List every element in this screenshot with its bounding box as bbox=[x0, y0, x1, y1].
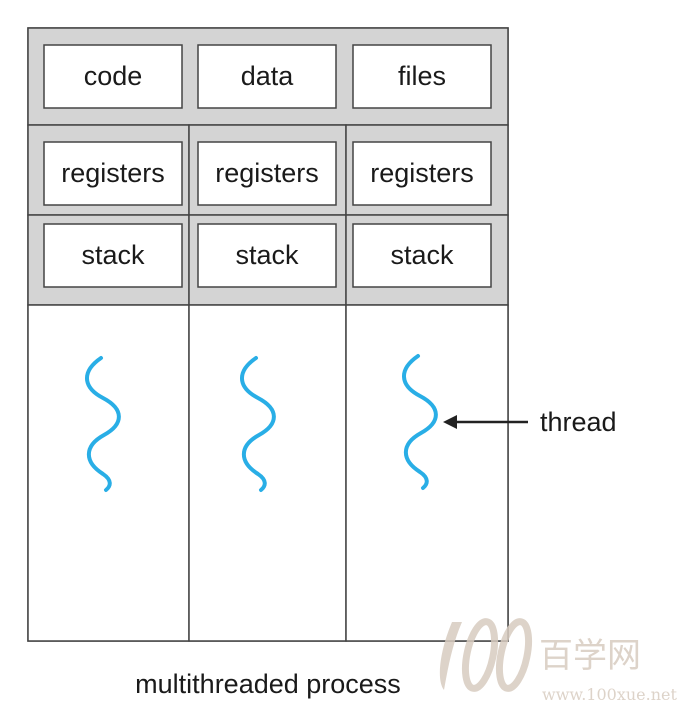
registers-box bbox=[197, 141, 337, 206]
watermark-url: www.100xue.net bbox=[542, 685, 677, 704]
watermark: 百学网 www.100xue.net bbox=[439, 618, 677, 704]
stack-label: stack bbox=[81, 240, 145, 270]
diagram-caption: multithreaded process bbox=[135, 669, 401, 699]
registers-label: registers bbox=[215, 158, 319, 188]
files-box bbox=[352, 44, 492, 109]
stack-box bbox=[43, 223, 183, 288]
thread-column-2: registers stack bbox=[188, 124, 347, 642]
data-label: data bbox=[241, 61, 295, 91]
wavy-line-icon bbox=[85, 356, 121, 492]
wavy-line-icon bbox=[240, 356, 276, 492]
thread-body bbox=[188, 304, 347, 642]
stack-label: stack bbox=[390, 240, 454, 270]
files-label: files bbox=[398, 61, 446, 91]
registers-label: registers bbox=[61, 158, 165, 188]
code-box bbox=[43, 44, 183, 109]
registers-box bbox=[43, 141, 183, 206]
thread-pointer: thread bbox=[443, 407, 617, 437]
arrow-left-icon bbox=[443, 415, 457, 429]
code-label: code bbox=[84, 61, 143, 91]
thread-column-3: registers stack bbox=[345, 124, 509, 642]
wavy-line-icon bbox=[402, 354, 438, 490]
stack-box bbox=[352, 223, 492, 288]
watermark-logo bbox=[439, 618, 533, 692]
thread-column-1: registers stack bbox=[27, 124, 190, 642]
thread-label: thread bbox=[540, 407, 617, 437]
registers-box bbox=[352, 141, 492, 206]
watermark-site-name: 百学网 bbox=[539, 636, 641, 676]
thread-body bbox=[27, 304, 190, 642]
thread-body bbox=[345, 304, 509, 642]
registers-label: registers bbox=[370, 158, 474, 188]
stack-box bbox=[197, 223, 337, 288]
data-box bbox=[197, 44, 337, 109]
stack-label: stack bbox=[235, 240, 299, 270]
